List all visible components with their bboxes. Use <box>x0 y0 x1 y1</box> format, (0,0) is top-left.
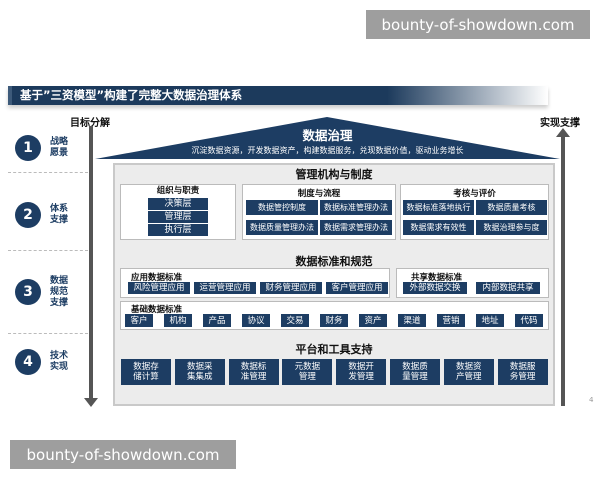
row-label: 体系 支撑 <box>50 204 69 225</box>
roof-subtitle: 沉淀数据资源，开发数据资产，构建数据服务，兑现数据价值，驱动业务增长 <box>191 146 464 155</box>
down-arrow-line <box>89 126 93 402</box>
platform-tool-box[interactable]: 数据标 准管理 <box>228 359 279 385</box>
up-arrow-line <box>561 136 565 406</box>
row-label: 数据 规范 支撑 <box>50 275 69 308</box>
base-standard-box[interactable]: 代码 <box>515 314 543 327</box>
row-number-badge: 1 <box>15 135 41 161</box>
org-title: 组织与职责 <box>156 186 200 196</box>
base-standard-box[interactable]: 产品 <box>203 314 231 327</box>
up-arrow-icon <box>556 128 570 137</box>
standards-title: 数据标准和规范 <box>295 255 373 268</box>
left-axis-label: 目标分解 <box>70 118 110 129</box>
eval-item-box[interactable]: 数据标准落地执行 <box>403 200 474 215</box>
org-level-box[interactable]: 管理层 <box>148 211 208 223</box>
platform-tool-box[interactable]: 数据开 发管理 <box>336 359 387 385</box>
share-standards-title: 共享数据标准 <box>411 273 463 283</box>
page-title: 基于”三资模型”构建了完整大数据治理体系 <box>8 86 548 105</box>
share-standard-box[interactable]: 内部数据共享 <box>476 282 540 294</box>
platform-tool-box[interactable]: 数据资 产管理 <box>443 359 494 385</box>
row-separator <box>8 250 88 251</box>
row-label: 战略 愿景 <box>50 137 69 158</box>
platform-tool-box[interactable]: 数据质 量管理 <box>390 359 440 385</box>
process-title: 制度与流程 <box>297 189 341 199</box>
watermark-bottom: bounty-of-showdown.com <box>10 440 236 469</box>
base-standard-box[interactable]: 协议 <box>242 314 270 327</box>
row-number-badge: 3 <box>15 279 41 305</box>
base-standard-box[interactable]: 渠道 <box>398 314 426 327</box>
base-standard-box[interactable]: 客户 <box>125 314 153 327</box>
process-item-box[interactable]: 数据需求管理办法 <box>320 220 392 235</box>
base-standard-box[interactable]: 营销 <box>437 314 465 327</box>
base-standard-box[interactable]: 机构 <box>164 314 192 327</box>
app-standard-box[interactable]: 客户管理应用 <box>326 282 388 294</box>
roof-triangle <box>95 117 560 159</box>
platform-tool-box[interactable]: 元数据 管理 <box>282 359 333 385</box>
org-level-box[interactable]: 执行层 <box>148 224 208 236</box>
platform-title: 平台和工具支持 <box>295 343 373 356</box>
page-number: 4 <box>589 396 594 404</box>
process-item-box[interactable]: 数据管控制度 <box>246 200 318 215</box>
eval-item-box[interactable]: 数据质量考核 <box>476 200 547 215</box>
app-standards-title: 应用数据标准 <box>131 273 183 283</box>
org-level-box[interactable]: 决策层 <box>148 198 208 210</box>
base-standard-box[interactable]: 地址 <box>476 314 504 327</box>
eval-title: 考核与评价 <box>453 189 496 199</box>
row-separator <box>8 333 88 334</box>
share-standard-box[interactable]: 外部数据交换 <box>403 282 467 294</box>
base-standard-box[interactable]: 交易 <box>281 314 309 327</box>
process-item-box[interactable]: 数据质量管理办法 <box>246 220 318 235</box>
watermark-top: bounty-of-showdown.com <box>366 10 590 39</box>
base-standards-title: 基础数据标准 <box>131 305 183 315</box>
base-standard-box[interactable]: 资产 <box>359 314 387 327</box>
mgmt-title: 管理机构与制度 <box>295 168 373 181</box>
roof-title: 数据治理 <box>302 128 353 143</box>
platform-tool-box[interactable]: 数据服 务管理 <box>497 359 548 385</box>
base-standard-box[interactable]: 财务 <box>320 314 348 327</box>
row-separator <box>8 172 88 173</box>
row-number-badge: 2 <box>15 202 41 228</box>
eval-item-box[interactable]: 数据需求有效性 <box>403 220 474 235</box>
process-item-box[interactable]: 数据标准管理办法 <box>320 200 392 215</box>
app-standard-box[interactable]: 风险管理应用 <box>128 282 190 294</box>
platform-tool-box[interactable]: 数据存 储计算 <box>121 359 171 385</box>
platform-tool-box[interactable]: 数据采 集集成 <box>174 359 225 385</box>
down-arrow-icon <box>84 398 98 407</box>
app-standard-box[interactable]: 运营管理应用 <box>194 282 256 294</box>
row-number-badge: 4 <box>15 349 41 375</box>
right-axis-label: 实现支撑 <box>540 118 580 129</box>
eval-item-box[interactable]: 数据治理参与度 <box>476 220 547 235</box>
row-label: 技术 实现 <box>50 351 69 372</box>
app-standard-box[interactable]: 财务管理应用 <box>260 282 322 294</box>
